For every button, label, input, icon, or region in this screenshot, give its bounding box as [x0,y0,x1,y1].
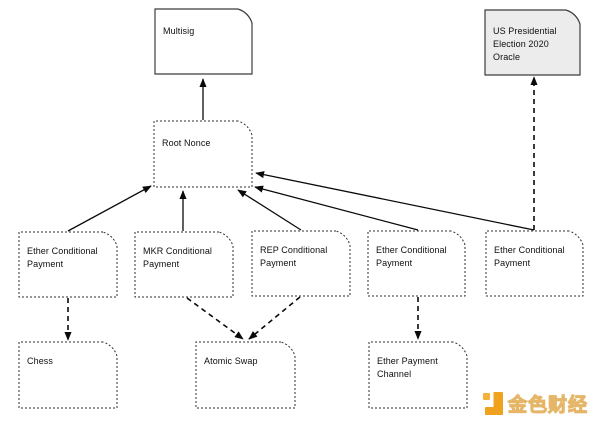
edge-mkr-cp-to-atomic-swap [186,297,244,340]
edge-ether-cp-2-to-root-nonce [254,185,419,231]
node-ether-cp-2-shape [367,230,466,297]
node-oracle-label: US Presidential Election 2020 Oracle [493,26,557,62]
node-root-nonce-label: Root Nonce [162,138,211,148]
node-payment-channel-label: Ether Payment Channel [377,356,438,379]
diagram-nodes [18,8,584,409]
node-rep-cp-label: REP Conditional Payment [260,245,328,268]
node-oracle-shape [484,9,581,76]
node-chess-shape [18,341,118,409]
node-rep-cp-shape [251,230,351,297]
node-atomic-swap-label: Atomic Swap [204,356,258,366]
jinse-caijing-logo-icon [483,392,503,415]
diagram-edges [64,76,538,341]
node-atomic-swap-shape [195,341,296,409]
watermark: 金色财经 [483,390,588,417]
edge-rep-cp-to-atomic-swap [248,296,301,340]
node-multisig-shape [154,8,253,75]
node-root-nonce-shape [153,120,253,188]
node-mkr-cp-shape [134,231,234,298]
node-multisig-label: Multisig [163,26,195,36]
edge-rep-cp-to-root-nonce [237,189,302,231]
node-payment-channel-shape [368,341,468,409]
watermark-text: 金色财经 [507,395,589,417]
node-ether-cp-3-label: Ether Conditional Payment [494,245,565,268]
node-mkr-cp-label: MKR Conditional Payment [143,246,213,269]
node-ether-cp-1-label: Ether Conditional Payment [27,246,98,269]
node-ether-cp-1-shape [18,231,118,298]
node-ether-cp-3-shape [485,230,584,297]
edge-ether-cp-3-to-root-nonce [255,171,535,231]
edge-ether-cp-1-to-root-nonce [67,185,152,232]
node-ether-cp-2-label: Ether Conditional Payment [376,245,447,268]
node-chess-label: Chess [27,356,54,366]
